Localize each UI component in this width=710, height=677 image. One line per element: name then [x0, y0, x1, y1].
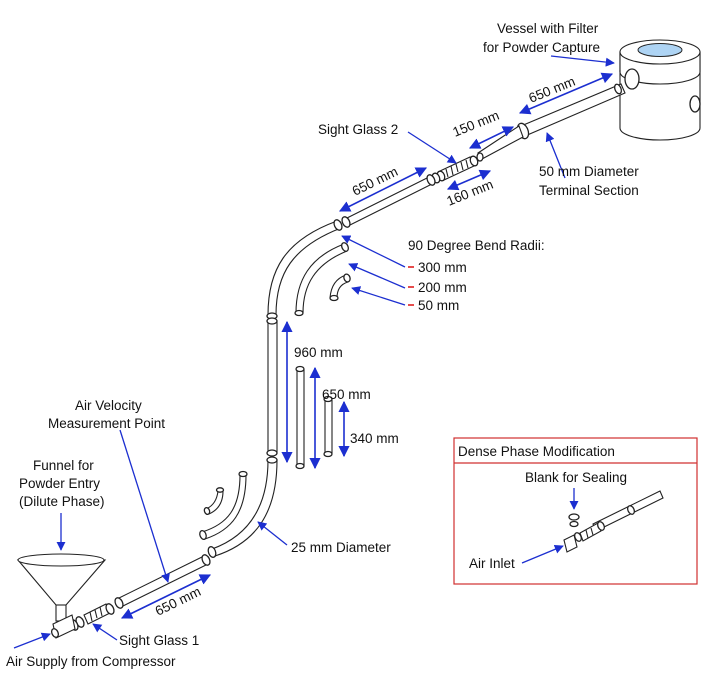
tee-fitting: [51, 614, 76, 639]
vertical-pipe-650: [295, 365, 305, 470]
sight-glass-2-leader: [407, 131, 457, 164]
dim-960-label: 960 mm: [294, 345, 343, 360]
bend-50-leader: [351, 286, 406, 306]
vessel-label-line2: for Powder Capture: [483, 40, 600, 55]
dim-25-leader: [257, 521, 288, 546]
air-supply-leader: [13, 632, 51, 649]
sight-glass-1-label: Sight Glass 1: [119, 633, 199, 648]
dim-150-arrow: [468, 126, 515, 149]
terminal-label-line1: 50 mm Diameter: [539, 164, 639, 179]
dim-340-label: 340 mm: [350, 431, 399, 446]
bend-200mm: [294, 242, 349, 317]
dim-150-label: 150 mm: [451, 108, 502, 140]
dim-650-bottom-arrow: [120, 574, 212, 619]
dim-160-label: 160 mm: [445, 177, 496, 209]
funnel-label-line1: Funnel for: [33, 458, 94, 473]
funnel: [16, 553, 107, 622]
dim-650-top-arrow: [518, 72, 614, 115]
funnel-label-line3: (Dilute Phase): [19, 494, 105, 509]
vessel-with-filter: [619, 39, 701, 141]
dense-title: Dense Phase Modification: [458, 444, 615, 459]
dim-25-label: 25 mm Diameter: [291, 540, 391, 555]
bend-300-label: 300 mm: [418, 260, 467, 275]
bend-300mm: [266, 219, 343, 320]
dim-160-arrow: [446, 169, 492, 191]
bend-title: 90 Degree Bend Radii:: [408, 238, 545, 253]
vertical-pipe-340: [323, 395, 333, 458]
dim-650-top-label: 650 mm: [527, 74, 578, 106]
vessel-leader: [550, 55, 615, 67]
lower-bend-200: [199, 470, 248, 541]
dense-phase-inset: [453, 437, 698, 585]
terminal-label-line2: Terminal Section: [539, 183, 639, 198]
reducer-cone: [476, 125, 524, 162]
air-velocity-leader: [119, 429, 170, 583]
air-velocity-label-line2: Measurement Point: [48, 416, 165, 431]
vessel-label-line1: Vessel with Filter: [497, 21, 599, 36]
bend-200-leader: [348, 263, 406, 289]
vertical-pipe-960: [266, 317, 278, 457]
bend-200-label: 200 mm: [418, 280, 467, 295]
funnel-label-line2: Powder Entry: [19, 476, 100, 491]
sight-glass-1: [69, 603, 115, 631]
dense-air-inlet-label: Air Inlet: [469, 556, 515, 571]
sight-glass-2-label: Sight Glass 2: [318, 122, 398, 137]
air-inlet-leader: [521, 544, 564, 564]
sight-glass-1-leader: [92, 623, 118, 641]
air-velocity-label-line1: Air Velocity: [75, 398, 142, 413]
bend-50-label: 50 mm: [418, 298, 459, 313]
dense-blank-label: Blank for Sealing: [525, 470, 627, 485]
terminal-leader: [545, 132, 566, 179]
dim-650-vert-label: 650 mm: [322, 387, 371, 402]
bend-300-leader: [341, 235, 406, 268]
air-supply-label: Air Supply from Compressor: [6, 654, 176, 669]
lower-bend-50: [203, 487, 225, 516]
bend-50mm: [329, 273, 351, 302]
dim-650-upper-arrow: [338, 167, 428, 212]
dim-650-bottom-label: 650 mm: [153, 584, 203, 619]
